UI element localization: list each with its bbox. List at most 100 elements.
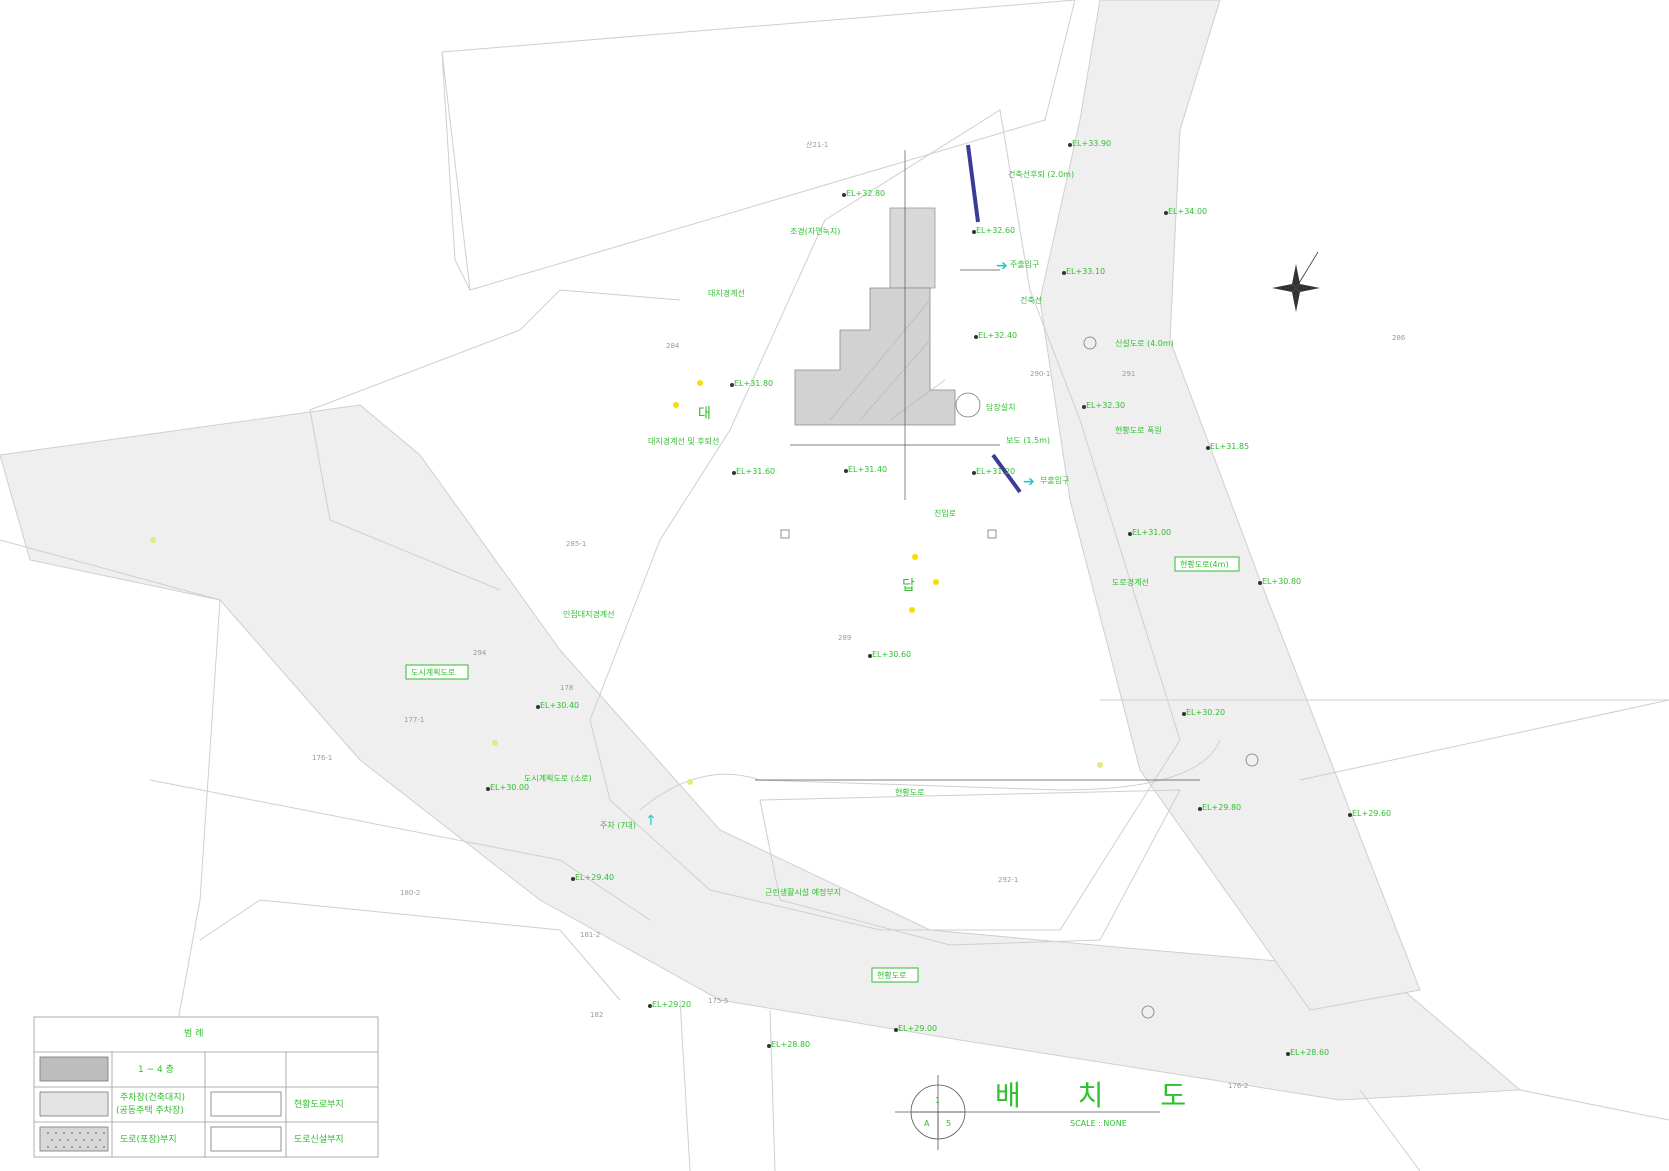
callout-existing-road: 현황도로 — [895, 787, 924, 797]
callout-city-road: 도시계획도로 (소로) — [524, 773, 592, 783]
cyan-arrow-icon: ➔ — [996, 258, 1008, 274]
lot-number: 285-1 — [566, 540, 586, 548]
legend-label-parking-1: 주차장(건축대지) — [120, 1091, 185, 1103]
yellow-dot — [909, 607, 915, 613]
parcel-line — [0, 539, 221, 1121]
elevation-label: EL+31.00 — [1132, 528, 1171, 537]
yellow-dot — [1097, 762, 1103, 768]
callout-setback: 건축선후퇴 (2.0m) — [1008, 169, 1074, 179]
elevation-labels: EL+33.90 EL+34.00 EL+33.10 EL+32.80 EL+3… — [490, 139, 1391, 1057]
callout-building-line: 건축선 — [1020, 295, 1042, 305]
legend-label-parking-2: (공동주택 주차장) — [116, 1104, 184, 1116]
elevation-ticks — [486, 143, 1352, 1056]
callout-parking: 주차 (7대) — [600, 821, 636, 830]
building-upper — [889, 207, 936, 289]
callout-sub-entrance: 부출입구 — [1040, 475, 1069, 485]
lot-numbers: 산21-1 284 285-1 286 289 290-1 291 292-1 … — [312, 140, 1406, 1090]
boxed-labels: 현황도로(4m) 도시계획도로 현황도로 — [405, 556, 1240, 983]
elevation-label: EL+33.90 — [1072, 139, 1111, 148]
parcel-line — [769, 1009, 776, 1171]
highlight-line — [991, 453, 1022, 494]
manhole-marker — [1245, 753, 1259, 767]
title-circle-right: 5 — [946, 1119, 951, 1128]
parcel-line — [199, 899, 621, 1001]
boxed-label-existing-road: 현황도로(4m) — [1180, 559, 1229, 569]
elevation-label: EL+31.85 — [1210, 442, 1249, 451]
callout-road-width: 현황도로 폭원 — [1115, 425, 1162, 435]
elevation-label: EL+30.00 — [490, 783, 529, 792]
lot-number: 산21-1 — [806, 140, 828, 149]
legend-swatch-floors — [39, 1056, 109, 1082]
elevation-label: EL+28.60 — [1290, 1048, 1329, 1057]
boxed-label-city-road: 도시계획도로 — [411, 667, 455, 677]
parcel-line — [441, 51, 471, 291]
elevation-label: EL+30.80 — [1262, 577, 1301, 586]
elevation-label: EL+32.60 — [976, 226, 1015, 235]
boxed-label-road: 현황도로 — [877, 970, 906, 980]
elevation-label: EL+32.30 — [1086, 401, 1125, 410]
square-marker — [780, 529, 790, 539]
building-hatch — [859, 339, 931, 421]
legend-dot-pattern — [47, 1132, 105, 1148]
elevation-label: EL+32.40 — [978, 331, 1017, 340]
square-marker — [987, 529, 997, 539]
yellow-dot — [697, 380, 703, 386]
lot-number: 294 — [473, 649, 487, 657]
callout-labels: 조경(자연녹지) 대지경계선 건축선 주출입구 부출입구 도로경계선 인접대지경… — [524, 169, 1174, 897]
legend-table: 범 례 1 ~ 4 층 주차장(건축대지) (공동주택 주차장) 도로(포장)부… — [33, 1016, 379, 1158]
callout-landscape: 조경(자연녹지) — [790, 226, 840, 236]
site-inner — [759, 789, 1181, 946]
parcel-outline-upper-left — [441, 0, 1076, 291]
internal-road-curve — [639, 739, 1221, 811]
cyan-arrow-icon: ↑ — [645, 813, 657, 829]
lot-number: 291 — [1122, 370, 1135, 378]
lot-number: 182 — [590, 1011, 603, 1019]
elevation-label: EL+28.80 — [771, 1040, 810, 1049]
drawing-title: 배 치 도 — [995, 1079, 1210, 1112]
legend-swatch-road — [39, 1126, 109, 1152]
elevation-label: EL+31.60 — [736, 467, 775, 476]
elevation-label: EL+31.40 — [848, 465, 887, 474]
lot-number: 290-1 — [1030, 370, 1050, 378]
lot-number: 284 — [666, 342, 680, 350]
lot-number: 181-2 — [580, 931, 600, 939]
lot-number: 180-2 — [400, 889, 420, 897]
legend-swatch-existing-road — [210, 1091, 282, 1117]
building-hatch — [829, 299, 931, 421]
elevation-label: EL+29.80 — [1202, 803, 1241, 812]
elevation-label: EL+32.80 — [846, 189, 885, 198]
lot-number: 289 — [838, 634, 851, 642]
land-use-label-dap: 답 — [902, 578, 915, 594]
callout-access-road: 진입로 — [934, 508, 956, 518]
lot-number: 176-1 — [312, 754, 332, 762]
parcel-line — [309, 409, 501, 591]
lot-number: 175-5 — [708, 997, 728, 1005]
yellow-dot — [673, 402, 679, 408]
land-use-label-dae: 대 — [698, 406, 711, 422]
legend-label-existing-road: 현황도로부지 — [294, 1099, 344, 1110]
yellow-dot — [492, 740, 498, 746]
yellow-dot — [933, 579, 939, 585]
legend-swatch-new-road — [210, 1126, 282, 1152]
yellow-dot — [150, 537, 156, 543]
parcel-line — [309, 289, 681, 411]
building-main — [794, 287, 956, 426]
legend-swatch-parking — [39, 1091, 109, 1117]
road-band-right — [1039, 0, 1421, 1011]
lot-number: 292-1 — [998, 876, 1018, 884]
site-triangle — [589, 109, 1181, 931]
manhole-marker — [1141, 1005, 1155, 1019]
yellow-dot — [687, 779, 693, 785]
cyan-arrow-icon: ➔ — [1023, 474, 1035, 490]
legend-label-floors: 1 ~ 4 층 — [138, 1064, 174, 1075]
legend-heading: 범 례 — [184, 1028, 203, 1039]
elevation-label: EL+29.40 — [575, 873, 614, 882]
parcel-line — [1519, 1089, 1669, 1121]
callout-road-boundary: 도로경계선 — [1112, 577, 1149, 587]
elevation-label: EL+33.10 — [1066, 267, 1105, 276]
callout-adjacent-boundary: 인접대지경계선 — [563, 609, 615, 619]
callout-new-road: 신설도로 (4.0m) — [1115, 338, 1174, 348]
title-circle-top: 1 — [935, 1096, 940, 1105]
callout-sidewalk: 보도 (1.5m) — [1006, 436, 1050, 445]
